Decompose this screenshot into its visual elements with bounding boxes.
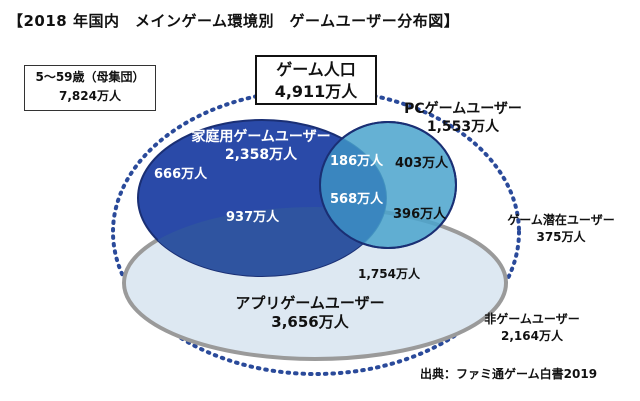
population-label: 5～59歳（母集団）: [35, 70, 145, 84]
non-game-user-label: 非ゲームユーザー 2,164万人: [472, 311, 592, 345]
pc-app-overlap-value: 396万人: [393, 207, 447, 222]
diagram-title: 【2018 年国内 メインゲーム環境別 ゲームユーザー分布図】: [8, 12, 460, 30]
game-population-box: ゲーム人口 4,911万人: [255, 55, 377, 105]
pc-total: 1,553万人: [426, 119, 500, 135]
population-box: 5～59歳（母集団） 7,824万人: [24, 65, 156, 111]
pc-name: PCゲームユーザー: [404, 101, 522, 117]
pc-only-value: 403万人: [395, 156, 449, 171]
game-population-label: ゲーム人口: [276, 60, 356, 79]
latent-user-name: ゲーム潜在ユーザー: [507, 213, 615, 227]
console-app-overlap-value: 937万人: [226, 210, 280, 225]
non-game-user-name: 非ゲームユーザー: [484, 312, 580, 326]
pc-console-overlap: [320, 122, 386, 248]
latent-user-value: 375万人: [536, 230, 586, 244]
console-label: 家庭用ゲームユーザー 2,358万人: [176, 128, 346, 164]
app-label: アプリゲームユーザー 3,656万人: [200, 294, 420, 332]
latent-user-label: ゲーム潜在ユーザー 375万人: [496, 212, 626, 246]
population-value: 7,824万人: [59, 89, 121, 103]
console-pc-overlap-value: 186万人: [330, 154, 384, 169]
console-only-value: 666万人: [154, 167, 208, 182]
app-name: アプリゲームユーザー: [235, 294, 385, 312]
console-name: 家庭用ゲームユーザー: [191, 129, 331, 145]
console-total: 2,358万人: [224, 147, 298, 163]
non-game-user-value: 2,164万人: [501, 329, 563, 343]
source-note: 出典：ファミ通ゲーム白書2019: [420, 367, 598, 381]
console-app-overlap: [138, 207, 386, 276]
game-population-value: 4,911万人: [274, 82, 358, 101]
pc-outline: [319, 121, 457, 249]
app-total: 3,656万人: [271, 313, 349, 331]
all-three-overlap-value: 568万人: [330, 192, 384, 207]
pc-label: PCゲームユーザー 1,553万人: [398, 100, 528, 136]
app-only-value: 1,754万人: [358, 267, 420, 281]
